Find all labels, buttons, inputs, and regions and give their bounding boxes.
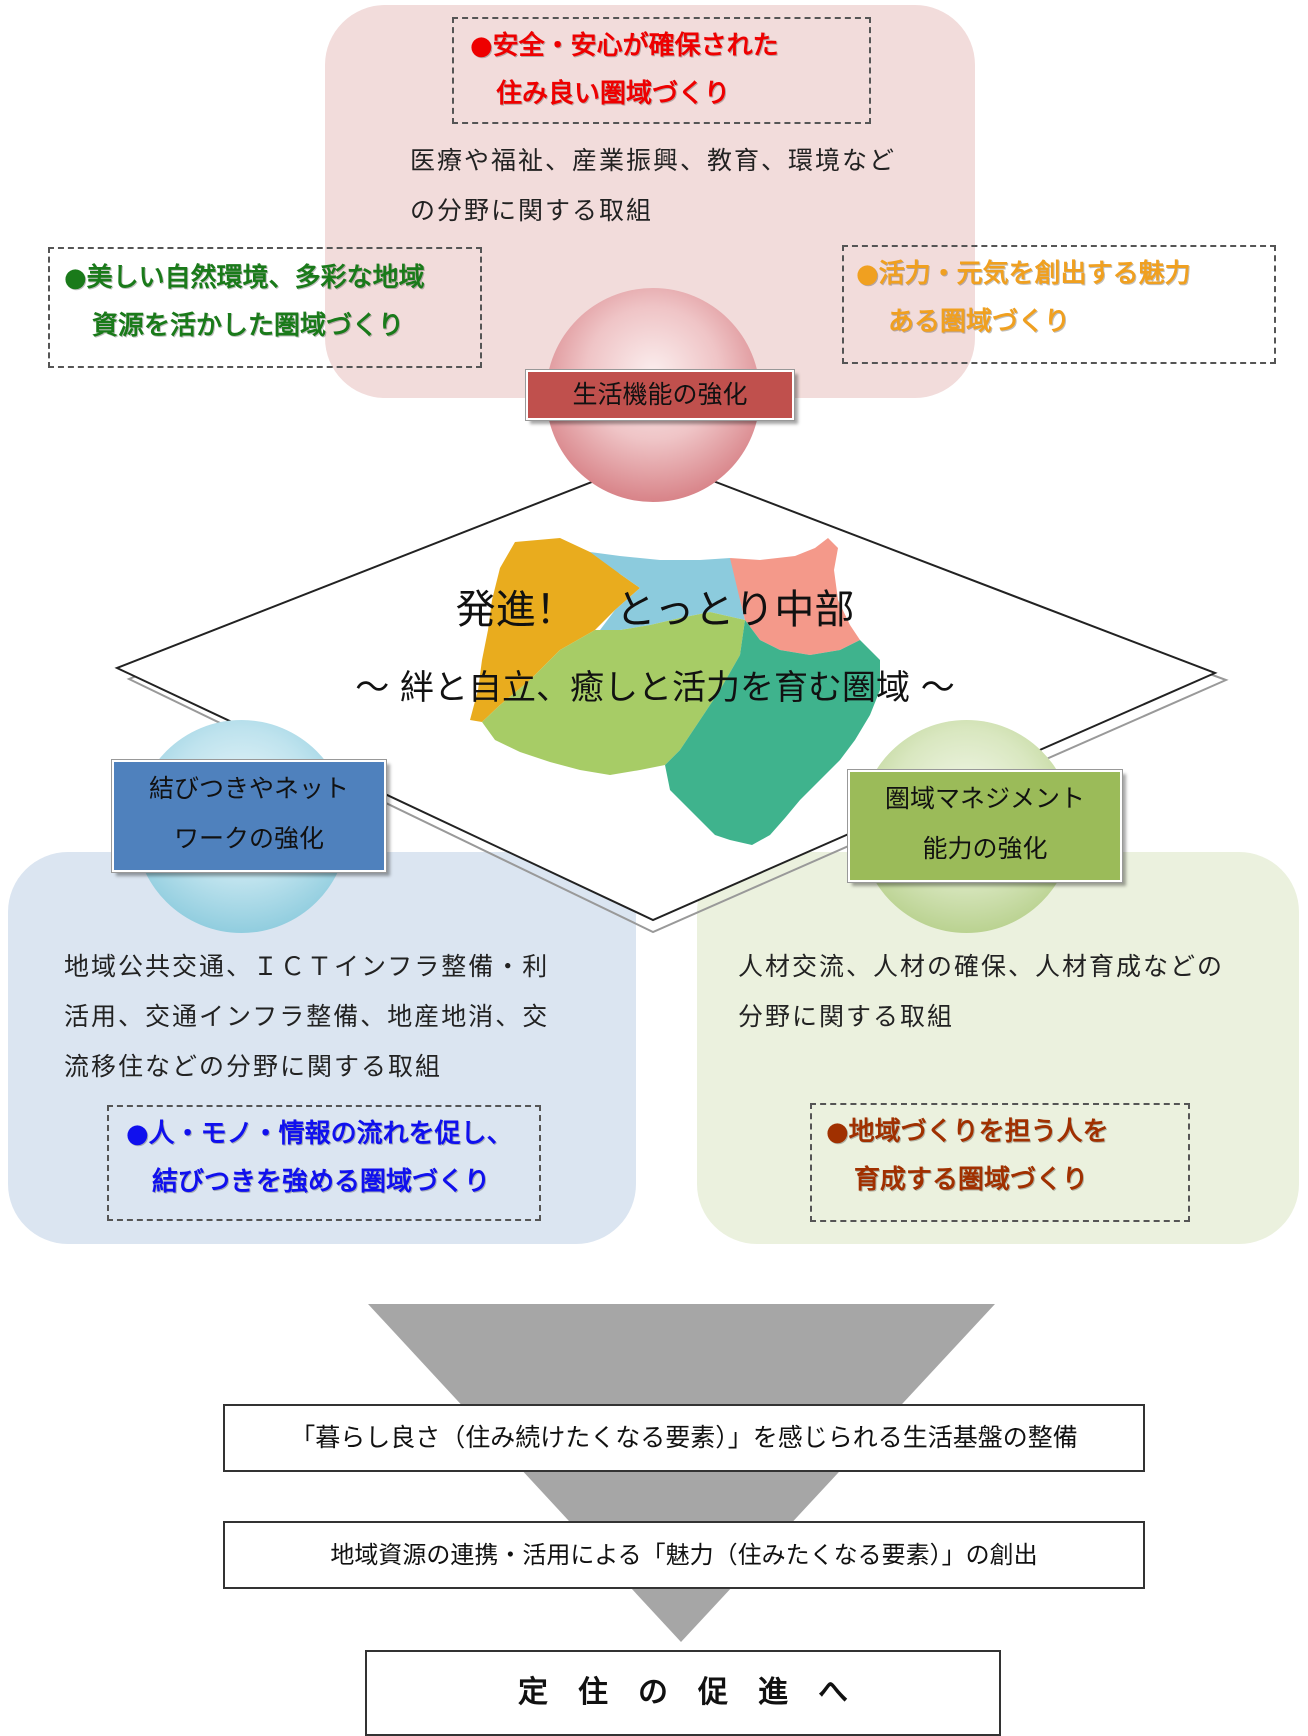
management-tag-line1: 圏域マネジメント (884, 784, 1085, 813)
management-tag: 圏域マネジメント 能力の強化 (847, 769, 1123, 883)
nature-goal-box (48, 247, 482, 368)
management-body-line1: 人材交流、人材の確保、人材育成などの (738, 952, 1225, 981)
vitality-goal-box (842, 245, 1276, 364)
safety-goal-box (452, 17, 871, 124)
settlement-promotion: 定 住 の 促 進 へ (365, 1650, 1001, 1736)
network-body-line1: 地域公共交通、ＩＣＴインフラ整備・利 (64, 952, 550, 981)
life-function-tag-label: 生活機能の強化 (572, 380, 748, 409)
network-body-line3: 流移住などの分野に関する取組 (64, 1052, 443, 1081)
top-body-line1: 医療や福祉、産業振興、教育、環境など (410, 146, 897, 175)
step-living-base: 「暮らし良さ（住み続けたくなる要素）」を感じられる生活基盤の整備 (223, 1404, 1145, 1472)
flow-goal-line2: 結びつきを強める圏域づくり (152, 1167, 491, 1197)
nature-goal-line2: 資源を活かした圏域づくり (92, 311, 405, 341)
vision-subtitle: ～ 絆と自立、癒しと活力を育む圏域 ～ (355, 668, 955, 708)
people-goal-box (810, 1103, 1190, 1222)
network-tag-line1: 結びつきやネット (148, 774, 349, 803)
management-body-line2: 分野に関する取組 (738, 1002, 955, 1031)
flow-goal-line1: ●人・モノ・情報の流れを促し、 (126, 1119, 513, 1149)
step-living-base-text: 「暮らし良さ（住み続けたくなる要素）」を感じられる生活基盤の整備 (290, 1423, 1078, 1452)
nature-goal-line1: ●美しい自然環境、多彩な地域 (64, 263, 425, 293)
people-goal-line2: 育成する圏域づくり (854, 1165, 1089, 1195)
top-body-line2: の分野に関する取組 (410, 196, 654, 225)
vitality-goal-line2: ある圏域づくり (888, 307, 1071, 337)
vitality-goal-line1: ●活力・元気を創出する魅力 (856, 259, 1191, 289)
network-panel (8, 852, 636, 1244)
network-body-line2: 活用、交通インフラ整備、地産地消、交 (64, 1002, 550, 1031)
people-goal-line1: ●地域づくりを担う人を (826, 1117, 1109, 1147)
step-attraction-text: 地域資源の連携・活用による「魅力（住みたくなる要素）」の創出 (330, 1541, 1038, 1569)
safety-goal-line2: 住み良い圏域づくり (496, 79, 731, 109)
central-diamond (114, 456, 1229, 934)
safety-goal-line1: ●安全・安心が確保された (470, 31, 779, 61)
funnel-arrow (368, 1304, 995, 1642)
network-tag: 結びつきやネット ワークの強化 (111, 759, 387, 873)
management-tag-line2: 能力の強化 (922, 834, 1048, 863)
flow-goal-box (107, 1105, 541, 1221)
life-function-tag: 生活機能の強化 (525, 369, 795, 421)
chubu-region-map (470, 538, 880, 845)
step-attraction: 地域資源の連携・活用による「魅力（住みたくなる要素）」の創出 (223, 1521, 1145, 1589)
settlement-promotion-text: 定 住 の 促 進 へ (518, 1675, 848, 1710)
network-tag-line2: ワークの強化 (173, 824, 324, 853)
vision-title: 発進！ とっとり中部 (455, 587, 855, 633)
